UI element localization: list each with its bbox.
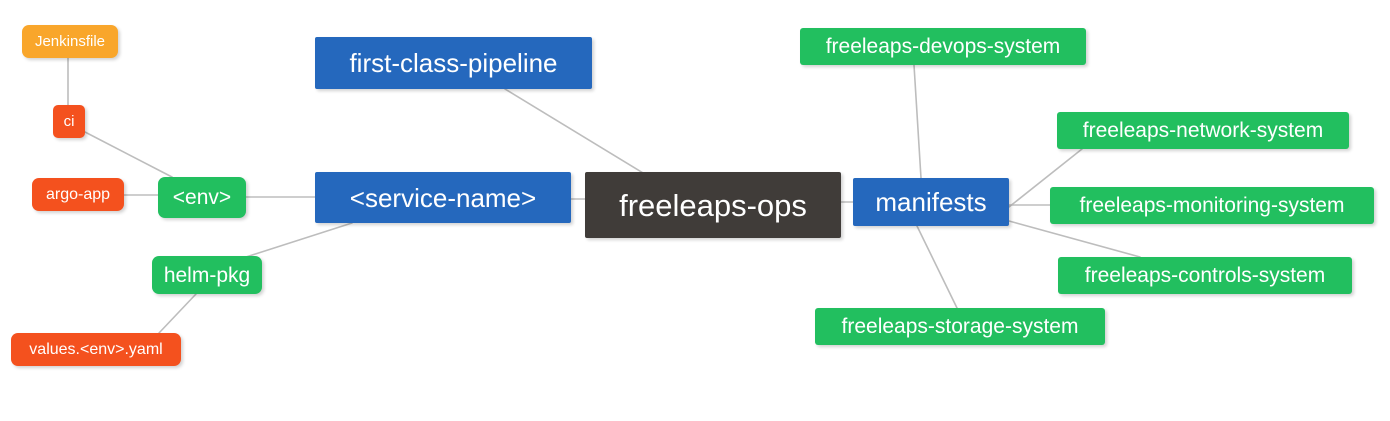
edge-manifests-to-freeleaps-storage-system [916,225,958,309]
node-argo-app[interactable]: argo-app [32,178,124,211]
edge-ci-to-env [84,131,173,178]
edge-manifests-to-freeleaps-devops-system [913,64,922,179]
node-freeleaps-storage-system[interactable]: freeleaps-storage-system [815,308,1105,345]
node-manifests[interactable]: manifests [853,178,1009,226]
node-freeleaps-monitoring-system[interactable]: freeleaps-monitoring-system [1050,187,1374,224]
node-service-name[interactable]: <service-name> [315,172,571,223]
node-freeleaps-devops-system[interactable]: freeleaps-devops-system [800,28,1086,65]
node-freeleaps-ops[interactable]: freeleaps-ops [585,172,841,238]
node-freeleaps-network-system[interactable]: freeleaps-network-system [1057,112,1349,149]
node-freeleaps-controls-system[interactable]: freeleaps-controls-system [1058,257,1352,294]
edge-values-env-yaml-to-helm-pkg [158,293,197,334]
node-values-env-yaml[interactable]: values.<env>.yaml [11,333,181,366]
node-jenkinsfile[interactable]: Jenkinsfile [22,25,118,58]
node-ci[interactable]: ci [53,105,85,138]
node-helm-pkg[interactable]: helm-pkg [152,256,262,294]
node-first-class-pipeline[interactable]: first-class-pipeline [315,37,592,89]
edge-helm-pkg-to-service-name [245,222,353,258]
edge-first-class-pipeline-to-freeleaps-ops [504,88,649,177]
node-env[interactable]: <env> [158,177,246,218]
edge-manifests-to-freeleaps-controls-system [1008,220,1141,258]
